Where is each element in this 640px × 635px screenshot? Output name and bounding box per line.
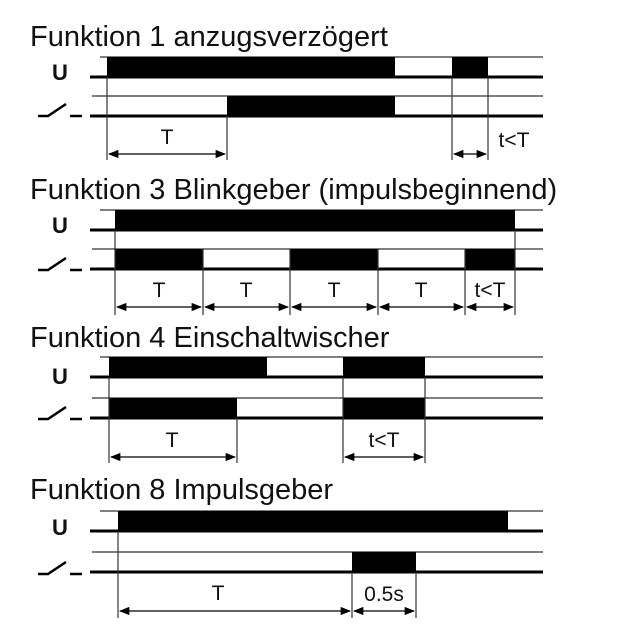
dimension-label: T <box>212 582 225 605</box>
relay-contact-icon <box>38 102 82 118</box>
voltage-pulse <box>109 357 267 377</box>
section-funktion-3: Funktion 3 Blinkgeber (impulsbeginnend) … <box>30 174 557 315</box>
section-funktion-1: Funktion 1 anzugsverzögert U T t<T <box>30 21 543 160</box>
dimension-label: 0.5s <box>364 583 404 606</box>
supply-voltage-label: U <box>52 515 68 540</box>
voltage-pulse <box>343 357 425 377</box>
dimension-label: t<T <box>499 129 530 152</box>
voltage-pulse <box>107 57 395 77</box>
relay-contact-icon <box>38 256 82 272</box>
dimension-label: T <box>240 279 253 302</box>
section-title: Funktion 8 Impulsgeber <box>30 474 333 506</box>
dimension-label: t<T <box>475 279 506 302</box>
section-funktion-4: Funktion 4 Einschaltwischer U T t<T <box>30 322 543 463</box>
contact-pulse <box>115 249 203 269</box>
voltage-pulse <box>452 57 488 77</box>
contact-pulse <box>343 398 425 418</box>
contact-pulse <box>109 398 237 418</box>
section-title: Funktion 4 Einschaltwischer <box>30 322 390 354</box>
dimension-label: t<T <box>369 429 400 452</box>
contact-pulse <box>227 96 395 116</box>
section-title: Funktion 3 Blinkgeber (impulsbeginnend) <box>30 174 557 206</box>
dimension-label: T <box>153 279 166 302</box>
supply-voltage-label: U <box>52 213 68 238</box>
dimension-label: T <box>161 126 174 149</box>
voltage-pulse <box>118 511 508 531</box>
contact-pulse <box>465 249 515 269</box>
supply-voltage-label: U <box>52 60 68 85</box>
dimension-label: T <box>166 429 179 452</box>
dimension-label: T <box>328 279 341 302</box>
supply-voltage-label: U <box>52 364 68 389</box>
contact-pulse <box>290 249 378 269</box>
section-funktion-8: Funktion 8 Impulsgeber U T 0.5s <box>30 474 543 618</box>
voltage-pulse <box>115 210 515 230</box>
relay-contact-icon <box>38 405 82 421</box>
section-title: Funktion 1 anzugsverzögert <box>30 21 388 53</box>
relay-contact-icon <box>38 560 82 576</box>
dimension-label: T <box>415 279 428 302</box>
contact-pulse <box>352 552 416 572</box>
